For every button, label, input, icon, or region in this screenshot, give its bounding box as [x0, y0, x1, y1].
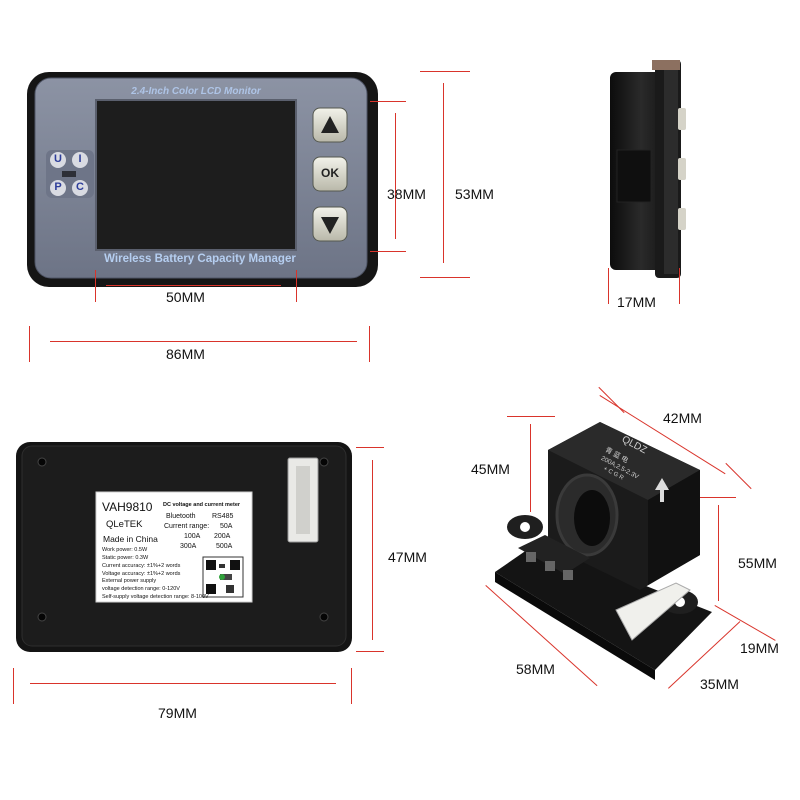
label-range-300: 300A: [180, 543, 197, 550]
icon-i: I: [78, 153, 82, 165]
front-footer: Wireless Battery Capacity Manager: [104, 253, 296, 265]
label-bluetooth: Bluetooth: [166, 513, 196, 520]
icon-p: P: [54, 181, 62, 193]
dim-screen-width: 50MM: [166, 289, 205, 305]
label-spec-1: Static power: 0.3W: [102, 555, 149, 561]
label-range-title: Current range:: [164, 523, 210, 530]
label-spec-0: Work power: 0.5W: [102, 547, 148, 553]
label-range-50: 50A: [220, 523, 233, 530]
front-title: 2.4-Inch Color LCD Monitor: [131, 86, 261, 97]
icon-c: C: [76, 181, 84, 193]
label-range-200: 200A: [214, 533, 231, 540]
label-range-500: 500A: [216, 543, 233, 550]
dim-sensor-width: 42MM: [663, 410, 702, 426]
label-subtitle: DC voltage and current meter: [163, 502, 241, 508]
label-spec-5: voltage detection range: 0-120V: [102, 586, 180, 592]
dim-board-width: 35MM: [700, 676, 739, 692]
dim-back-width: 79MM: [158, 705, 197, 721]
label-range-100: 100A: [184, 533, 201, 540]
dim-sensor-height: 45MM: [471, 461, 510, 477]
dim-sensor-body-height: 55MM: [738, 555, 777, 571]
dim-back-height: 47MM: [388, 549, 427, 565]
label-spec-3: Voltage accuracy: ±1%+2 words: [102, 571, 181, 577]
lcd-screen: [95, 99, 297, 251]
label-model: VAH9810: [102, 500, 153, 514]
icon-u: U: [54, 153, 62, 165]
up-arrow-icon: [321, 116, 339, 133]
dim-body-width: 86MM: [166, 346, 205, 362]
label-origin: Made in China: [103, 534, 158, 544]
label-brand: QLeTEK: [106, 519, 143, 530]
dim-depth: 17MM: [617, 294, 656, 310]
dim-body-height: 53MM: [455, 186, 494, 202]
dim-board-length: 58MM: [516, 661, 555, 677]
ok-button[interactable]: OK: [321, 166, 339, 180]
label-spec-6: Self-supply voltage detection range: 8-1…: [102, 594, 209, 600]
dim-terminal-depth: 19MM: [740, 640, 779, 656]
label-spec-4: External power supply: [102, 578, 157, 584]
label-rs485: RS485: [212, 513, 234, 520]
dim-screen-height: 38MM: [387, 186, 426, 202]
label-spec-2: Current accuracy: ±1%+2 words: [102, 563, 181, 569]
down-arrow-icon: [321, 217, 339, 234]
